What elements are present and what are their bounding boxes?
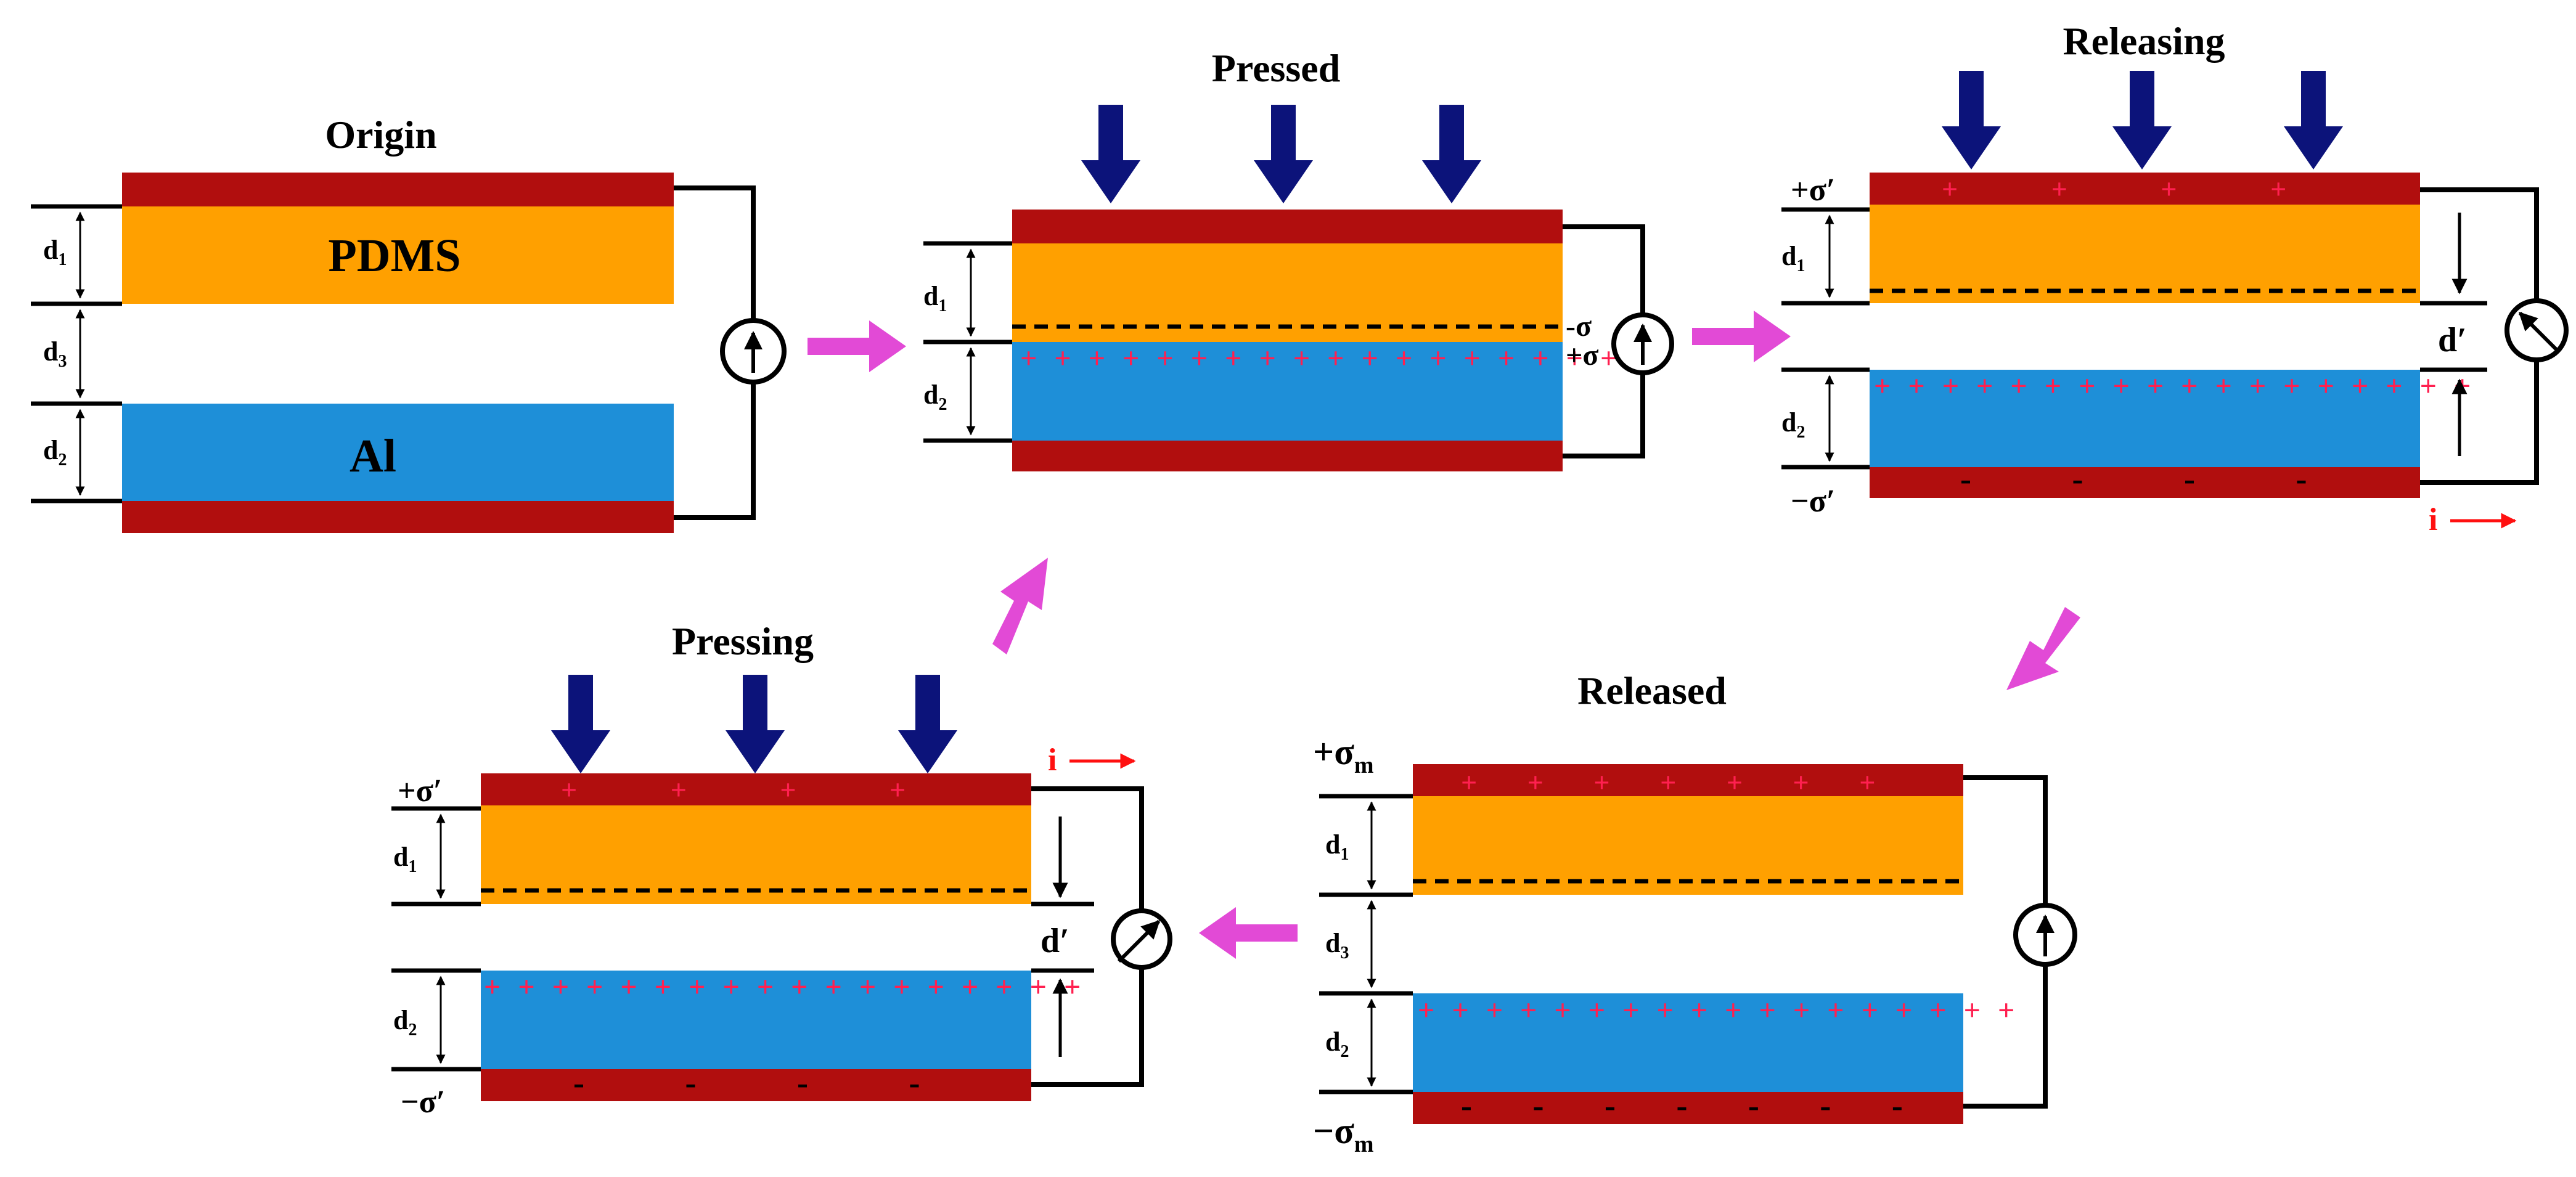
released-dimension-lines [1319, 794, 1413, 1094]
flow-arrow-origin-to-pressed [808, 320, 906, 372]
origin-d3-label: d3 [43, 336, 67, 371]
released-top-electrode [1413, 764, 1963, 796]
stage-pressed: Pressed + + + + + + + + + + + + + + + + … [923, 46, 1674, 471]
stage-released-title: Released [1577, 669, 1727, 712]
pressed-d1-label: d1 [923, 281, 947, 316]
origin-circuit-wire-bottom [674, 382, 756, 520]
pressing-force-arrows [551, 675, 957, 773]
releasing-al-layer [1870, 370, 2420, 467]
origin-top-electrode [122, 173, 674, 206]
pressing-bottom-sigma-label: −σ′ [401, 1085, 446, 1120]
pressing-current-label: i [1048, 743, 1057, 778]
pressing-dimension-lines [391, 806, 1094, 1072]
released-circuit-wire [1963, 775, 2048, 905]
releasing-bottom-negative-charges: - - - - [1960, 460, 2307, 497]
flow-arrow-pressing-to-pressed [992, 558, 1048, 654]
released-d2-label: d2 [1325, 1027, 1349, 1061]
pressed-pos-sigma-label: +σ [1566, 339, 1598, 372]
pressed-circuit-wire-bottom [1563, 373, 1645, 458]
released-top-positive-charges: + + + + + + + [1461, 767, 1875, 798]
releasing-top-positive-charges: + + + + [1942, 173, 2286, 205]
flow-arrow-releasing-to-released [2006, 607, 2080, 690]
releasing-bottom-sigma-label: −σ′ [1791, 484, 1836, 519]
releasing-current-label: i [2429, 502, 2437, 537]
pressing-gap-label: d′ [1041, 922, 1069, 960]
pressing-d2-label: d2 [393, 1005, 417, 1040]
pressed-neg-sigma-label: -σ [1566, 310, 1592, 343]
origin-pdms-label: PDMS [328, 230, 460, 282]
stage-releasing-title: Releasing [2063, 19, 2225, 63]
released-circuit-wire-bottom [1963, 964, 2048, 1109]
origin-d2-label: d2 [43, 435, 67, 470]
releasing-circuit-wire-bottom [2420, 360, 2539, 485]
pressed-bottom-electrode [1012, 441, 1563, 471]
flow-arrow-released-to-pressing [1199, 907, 1298, 959]
pressing-circuit-wire-bottom [1031, 967, 1144, 1087]
pressing-top-sigma-label: +σ′ [398, 773, 443, 808]
pressed-d2-label: d2 [923, 380, 947, 414]
stage-releasing: Releasing + + + + + + + + + + + + + + + … [1781, 19, 2569, 537]
pressed-top-electrode [1012, 210, 1563, 243]
releasing-al-positive-charges: + + + + + + + + + + + + + + + + + + [1874, 370, 2476, 402]
releasing-gap-label: d′ [2438, 321, 2467, 359]
pressed-force-arrows [1081, 105, 1481, 203]
origin-dimension-lines [31, 204, 122, 503]
released-al-positive-charges: + + + + + + + + + + + + + + + + + + [1418, 994, 2019, 1027]
pressed-positive-charges: + + + + + + + + + + + + + + + + + + [1020, 342, 1622, 375]
releasing-force-arrows [1942, 71, 2343, 169]
stage-origin-title: Origin [325, 113, 436, 157]
releasing-top-sigma-label: +σ′ [1791, 173, 1836, 208]
stage-origin: Origin PDMS Al d1 d3 d2 [31, 113, 787, 533]
stage-pressing-title: Pressing [672, 619, 814, 663]
pressed-al-layer [1012, 342, 1563, 441]
pressing-d1-label: d1 [393, 842, 417, 876]
released-d1-label: d1 [1325, 829, 1349, 864]
released-bottom-negative-charges: - - - - - - - [1461, 1087, 1903, 1124]
pressing-pdms-layer [481, 805, 1031, 904]
pressed-dimension-lines [923, 241, 1012, 443]
released-top-sigma-label: +σm [1313, 731, 1373, 778]
pressing-bottom-negative-charges: - - - - [573, 1064, 920, 1101]
origin-al-label: Al [350, 430, 396, 482]
releasing-d1-label: d1 [1781, 241, 1805, 275]
origin-d1-label: d1 [43, 235, 67, 269]
stage-pressing: Pressing + + + + + + + + + + + + + + + +… [391, 619, 1172, 1120]
origin-circuit-wire [674, 185, 756, 319]
stage-released: Released + + + + + + + + + + + + + + + +… [1313, 669, 2077, 1157]
pressing-top-electrode [481, 773, 1031, 805]
pressing-top-positive-charges: + + + + [561, 774, 906, 805]
pressing-circuit-wire [1031, 786, 1144, 911]
releasing-pdms-layer [1870, 205, 2420, 303]
releasing-dimension-lines [1781, 207, 2487, 470]
pressing-ammeter-needle [1117, 919, 1161, 963]
pressing-al-positive-charges: + + + + + + + + + + + + + + + + + + [484, 971, 1086, 1003]
releasing-top-electrode [1870, 173, 2420, 205]
origin-al-layer [122, 404, 674, 501]
pressing-bottom-electrode [481, 1069, 1031, 1101]
flow-arrow-pressed-to-releasing [1692, 311, 1791, 362]
released-bottom-sigma-label: −σm [1313, 1110, 1373, 1157]
released-bottom-electrode [1413, 1092, 1963, 1124]
releasing-bottom-electrode [1870, 467, 2420, 498]
stage-pressed-title: Pressed [1212, 46, 1341, 90]
pressed-circuit-wire [1563, 224, 1645, 314]
released-al-layer [1413, 993, 1963, 1092]
pressing-al-layer [481, 971, 1031, 1069]
releasing-ammeter-needle [2518, 311, 2560, 353]
origin-pdms-layer [122, 206, 674, 304]
released-pdms-layer [1413, 796, 1963, 895]
releasing-circuit-wire [2420, 187, 2539, 301]
releasing-d2-label: d2 [1781, 407, 1805, 442]
origin-bottom-electrode [122, 501, 674, 533]
released-d3-label: d3 [1325, 928, 1349, 963]
